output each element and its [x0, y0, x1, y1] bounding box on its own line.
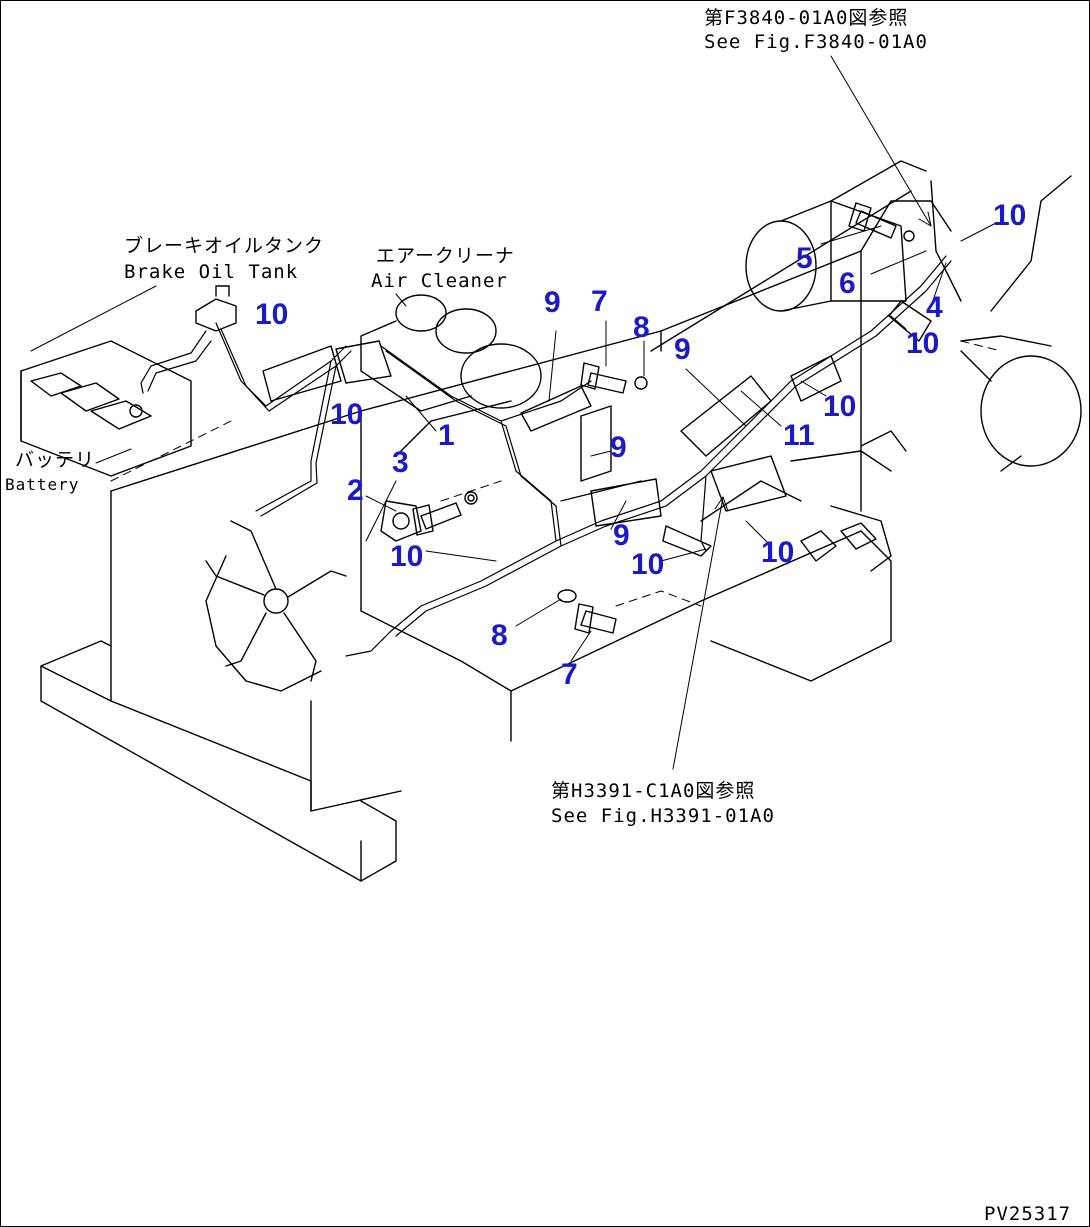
drawing-id: PV25317	[984, 1203, 1072, 1225]
callout-number: 8	[491, 619, 508, 652]
callout-number: 4	[926, 291, 943, 324]
callout-number: 9	[610, 431, 627, 464]
right-wheel	[960, 350, 1082, 472]
callout-number: 7	[561, 658, 578, 691]
air-cleaner-label-jp: エアークリーナ	[376, 245, 515, 267]
callout-number: 3	[392, 446, 409, 479]
frame-outline	[40, 160, 1072, 882]
callout-number: 10	[993, 199, 1027, 232]
brake-tank-shape	[195, 285, 237, 332]
drive-hub	[745, 200, 907, 312]
hidden-lines	[110, 340, 1002, 607]
fasteners	[380, 202, 915, 634]
callout-number: 10	[255, 298, 289, 331]
right-machinery	[800, 430, 907, 572]
callout-number: 9	[613, 519, 630, 552]
ref-bottom-en: See Fig.H3391-01A0	[551, 805, 775, 827]
air-cleaner-shape	[360, 294, 542, 412]
callout-number: 5	[796, 242, 813, 275]
callout-number: 9	[544, 286, 561, 319]
callout-number: 10	[390, 540, 424, 573]
ref-top-en: See Fig.F3840-01A0	[704, 31, 928, 53]
callout-number: 11	[783, 419, 815, 452]
callout-number: 10	[823, 390, 857, 423]
callout-number: 6	[839, 267, 856, 300]
callout-number: 10	[330, 398, 364, 431]
fan-shape	[205, 520, 347, 692]
clamp-plates	[262, 300, 932, 557]
brake-tank-label-en: Brake Oil Tank	[124, 261, 299, 283]
ref-top-jp: 第F3840-01A0図参照	[704, 7, 909, 29]
callout-number: 10	[906, 327, 940, 360]
battery-label-jp: バッテリ	[15, 449, 96, 471]
callout-number: 7	[591, 285, 608, 318]
ref-bottom-jp: 第H3391-C1A0図参照	[551, 780, 756, 802]
brake-tank-label-jp: ブレーキオイルタンク	[124, 235, 325, 257]
callout-number: 1	[438, 419, 455, 452]
leaders	[30, 55, 997, 770]
battery-shape	[20, 340, 192, 477]
callout-number: 10	[761, 536, 795, 569]
callout-number: 9	[674, 333, 691, 366]
battery-label-en: Battery	[5, 475, 80, 494]
air-cleaner-label-en: Air Cleaner	[371, 270, 508, 292]
callout-number: 10	[631, 548, 665, 581]
callout-number: 2	[347, 474, 364, 507]
callout-number: 8	[633, 311, 650, 344]
